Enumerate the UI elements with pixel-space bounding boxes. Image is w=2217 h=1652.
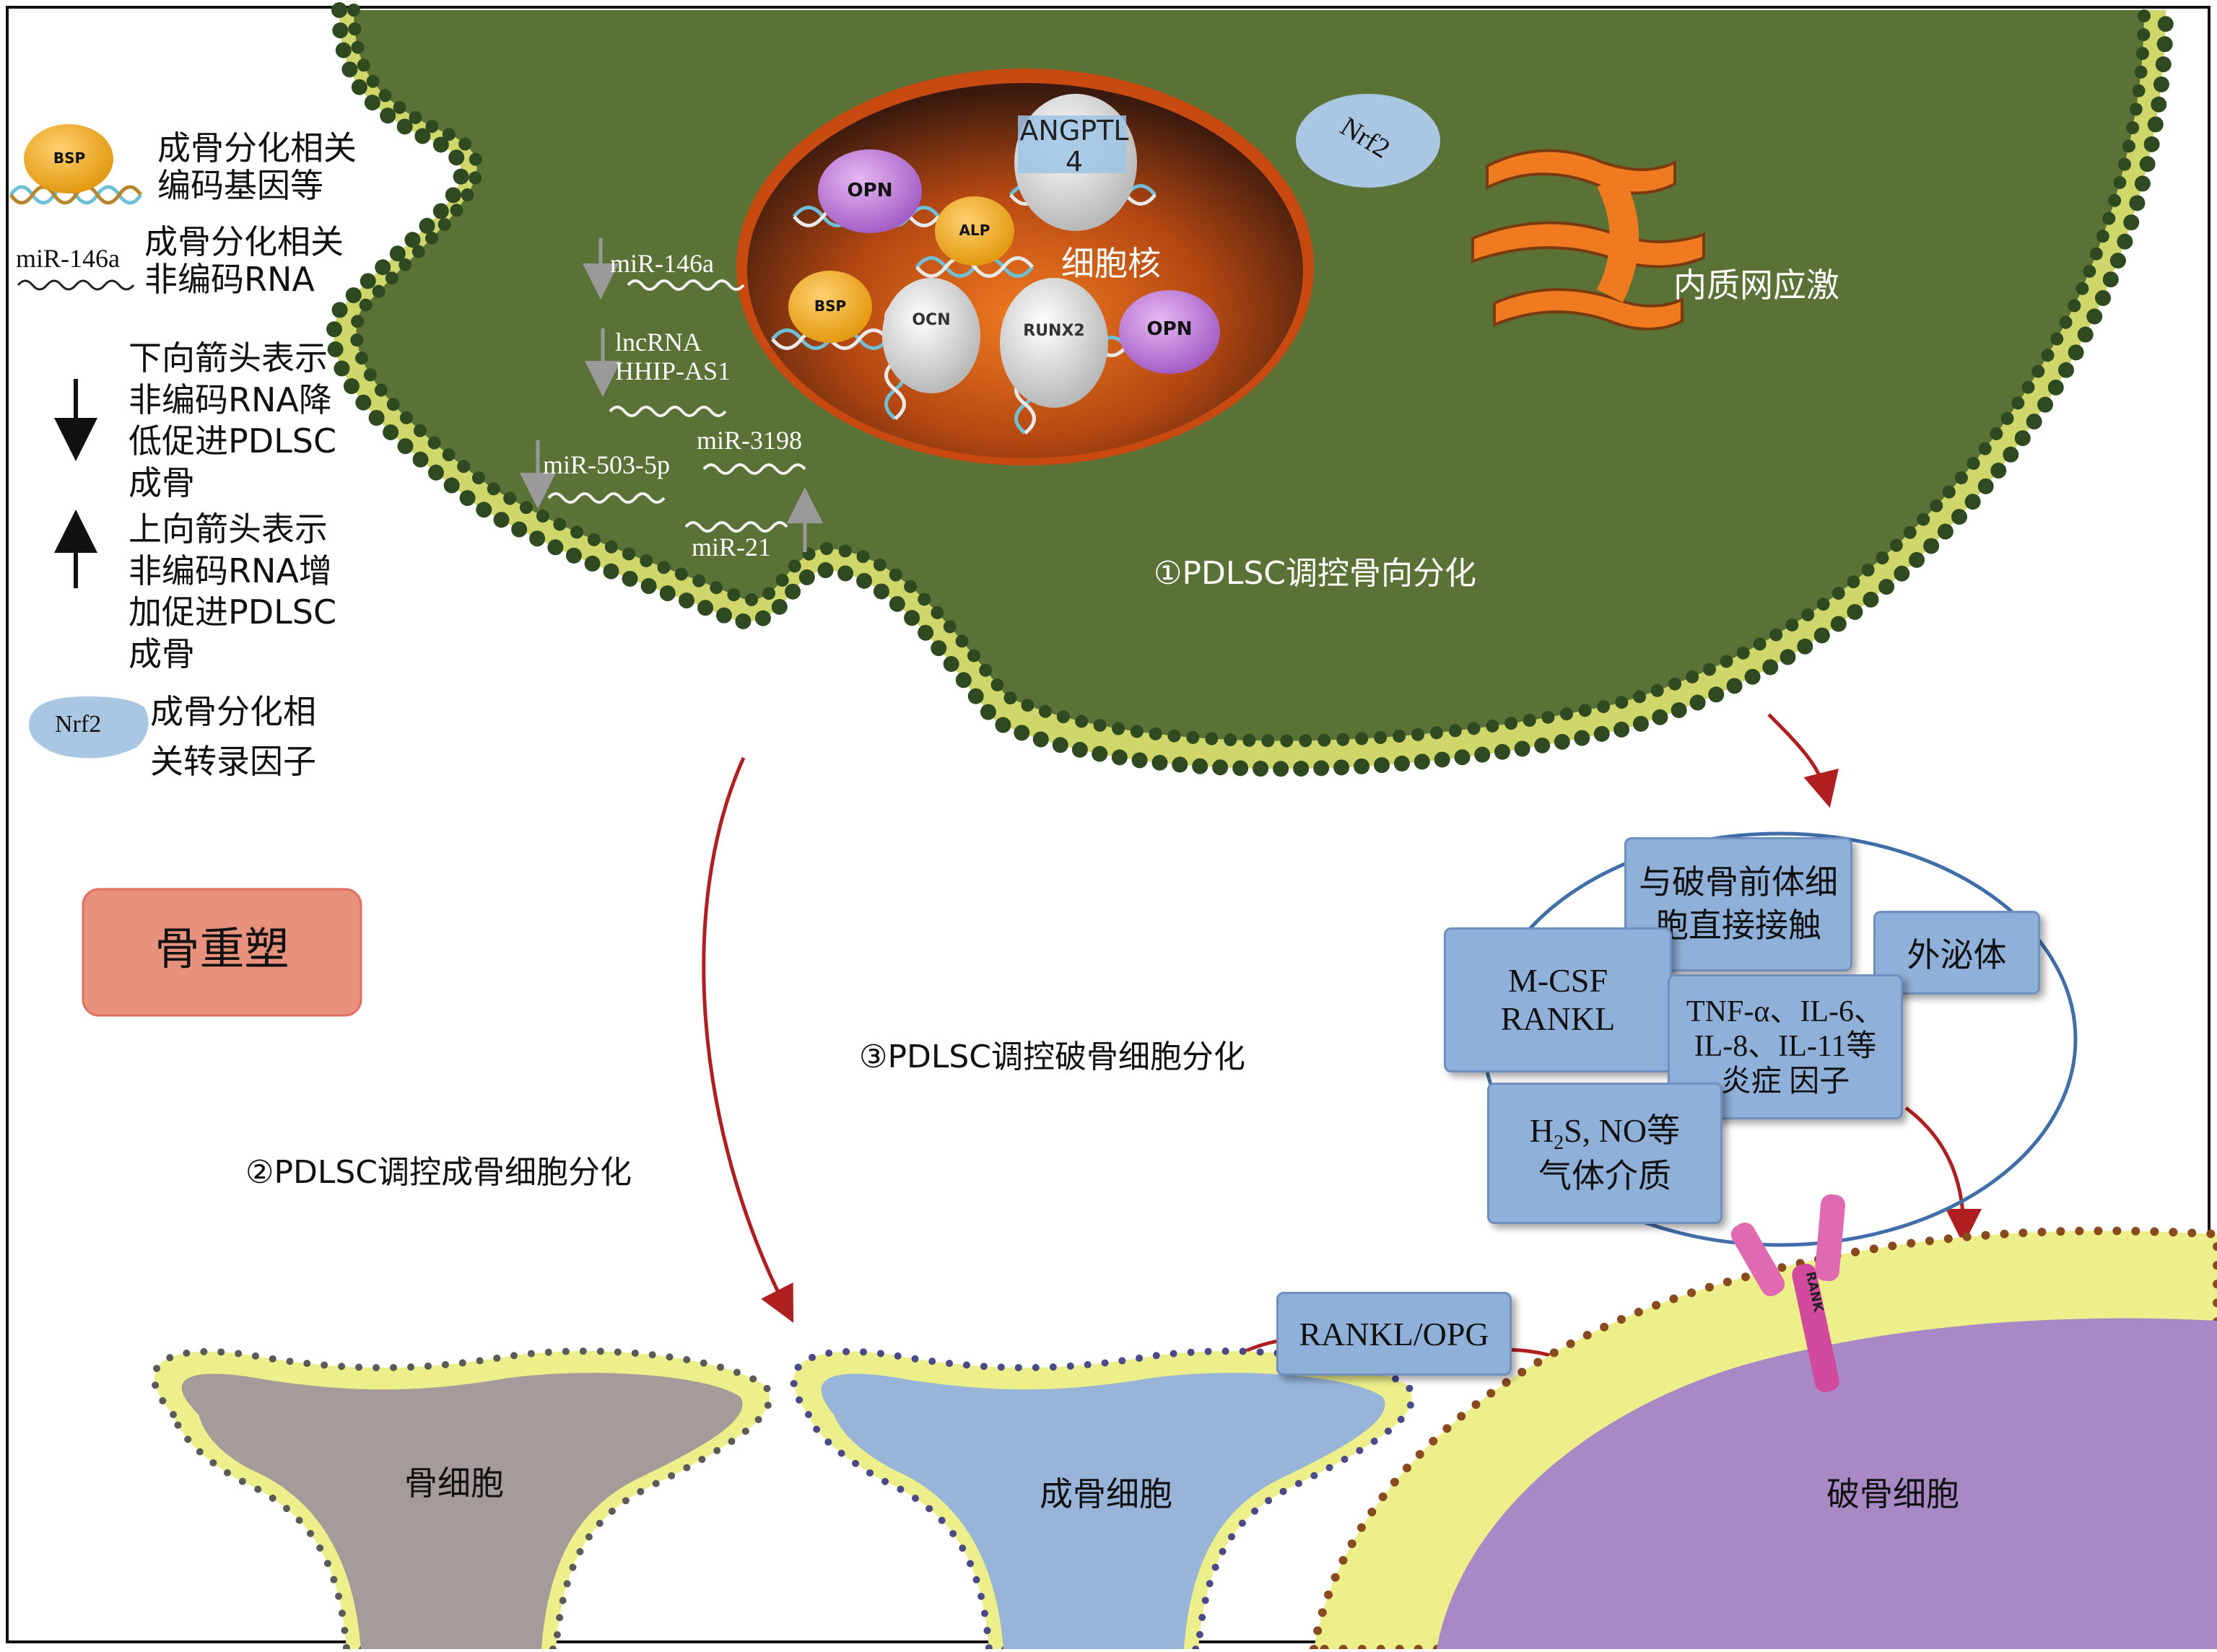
protein-alp: [935, 196, 1014, 266]
protein-opn-1: [818, 149, 922, 233]
protein-ocn-label: OCN: [912, 311, 951, 329]
gas-subscript: 2: [1554, 1131, 1564, 1154]
arrow-to-factors: [1767, 713, 1839, 808]
rna-mir3198-label: miR-3198: [697, 426, 803, 455]
title-osteogenic-differentiation: ①PDLSC调控骨向分化: [1154, 555, 1477, 592]
osteoblast-cell: [790, 1347, 1416, 1652]
legend-bsp-icon: [24, 124, 113, 193]
osteoclast-cell: [1309, 1226, 2217, 1652]
osteoclast-label: 破骨细胞: [1826, 1474, 1959, 1513]
legend-coding-gene-text: 成骨分化相关 编码基因等: [157, 128, 357, 205]
legend-tf-text: 成骨分化相 关转录因子: [150, 692, 316, 781]
title-osteoblast-regulation: ②PDLSC调控成骨细胞分化: [245, 1154, 632, 1191]
gas-h: H: [1529, 1111, 1554, 1149]
legend: [9, 124, 149, 759]
nrf2-blob: [1296, 94, 1440, 188]
rna-mir21-label: miR-21: [692, 533, 772, 561]
bone-remodeling-label: 骨重塑: [154, 922, 289, 975]
protein-runx2: [1000, 278, 1108, 408]
factor-gas-mediators: H2S, NO等 气体介质: [1487, 1083, 1722, 1224]
protein-alp-label: ALP: [959, 222, 990, 239]
rna-mir146a-label: miR-146a: [610, 249, 714, 278]
arrow-to-osteoblast: [702, 756, 794, 1323]
legend-nrf2-badge: Nrf2: [55, 711, 102, 738]
rank-receptor: [1730, 1194, 1845, 1392]
protein-ocn: [882, 278, 980, 393]
gas-rest: S, NO等 气体介质: [1538, 1111, 1681, 1194]
er-stress-label: 内质网应激: [1673, 266, 1839, 305]
osteocyte-cell: [150, 1347, 773, 1652]
protein-opn-2: [1119, 290, 1220, 374]
rankl-opg-box: RANKL/OPG: [1276, 1292, 1512, 1376]
bone-remodeling-box: [82, 888, 362, 1017]
protein-bsp: [788, 271, 872, 343]
osteoblast-label: 成骨细胞: [1040, 1474, 1172, 1513]
legend-noncoding-text: 成骨分化相关 非编码RNA: [144, 222, 344, 299]
legend-dna-icon: [9, 185, 143, 205]
protein-angptl4: [1014, 94, 1137, 231]
legend-down-arrow-text: 下向箭头表示 非编码RNA降 低促进PDLSC 成骨: [129, 338, 337, 502]
rna-lncrna-label: lncRNA HHIP-AS1: [615, 328, 731, 385]
factor-direct-contact: 与破骨前体细 胞直接接触: [1624, 837, 1852, 971]
nucleus-label: 细胞核: [1061, 244, 1161, 283]
rna-mir503-label: miR-503-5p: [543, 450, 670, 479]
osteocyte-label: 骨细胞: [404, 1464, 504, 1503]
arrow-to-osteoclast: [1904, 1106, 1982, 1245]
legend-rna-icon: [17, 279, 135, 291]
legend-mirna-example: miR-146a: [16, 244, 120, 273]
protein-runx2-label: RUNX2: [1023, 322, 1085, 340]
membrane-outer: [326, 2, 2174, 777]
protein-opn-2-label: OPN: [1146, 318, 1193, 340]
legend-up-arrow-text: 上向箭头表示 非编码RNA增 加促进PDLSC 成骨: [129, 510, 337, 673]
protein-opn-1-label: OPN: [847, 180, 893, 201]
protein-angptl4-label: ANGPTL 4: [1019, 115, 1129, 178]
factor-mcsf-rankl: M-CSF RANKL: [1444, 927, 1672, 1072]
legend-nrf2-icon: [29, 696, 149, 759]
legend-bsp-badge: BSP: [53, 149, 86, 167]
rna-strands: [547, 279, 806, 533]
rna-change-arrows: [520, 238, 823, 552]
protein-bsp-label: BSP: [814, 297, 847, 315]
title-osteoclast-regulation: ③PDLSC调控破骨细胞分化: [859, 1039, 1246, 1075]
membrane-inner: [347, 4, 2151, 748]
er-stress-icon: [1471, 149, 1705, 331]
